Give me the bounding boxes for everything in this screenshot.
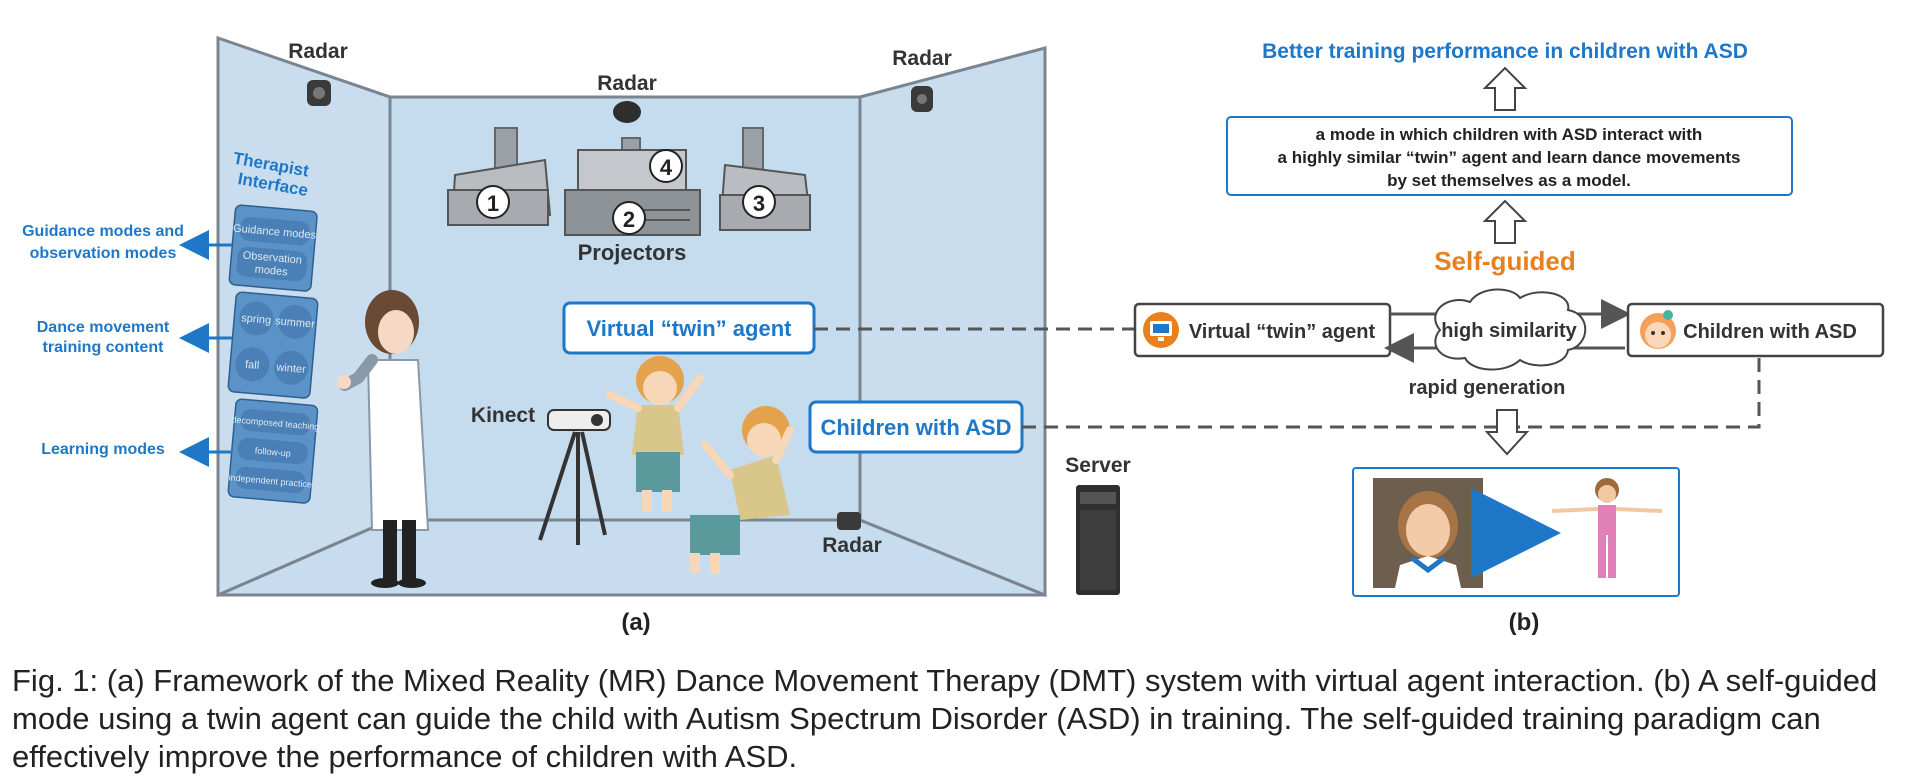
svg-text:1: 1: [487, 191, 499, 216]
radar-floor-device: [837, 512, 861, 530]
children-node-box: [1626, 302, 1885, 358]
projector-number-2: 2: [612, 201, 646, 235]
side-label-guidance-1: Guidance modes and: [22, 223, 184, 240]
therapist-panel-learning: decomposed teaching follow-up independen…: [227, 398, 320, 504]
agent-node-box: [1133, 302, 1392, 358]
side-label-dance-1: Dance movement: [37, 319, 170, 336]
svg-text:4: 4: [660, 155, 673, 180]
virtual-agent-box-label: Virtual “twin” agent: [587, 316, 793, 341]
therapist-panel-modes: Guidance modes Observation modes: [228, 204, 318, 292]
children-node-label: Children with ASD: [1683, 321, 1857, 343]
agent-node-label: Virtual “twin” agent: [1189, 321, 1376, 343]
similarity-cloud: [1434, 288, 1587, 371]
side-label-dance-2: training content: [43, 339, 165, 356]
projector-number-1: 1: [476, 185, 510, 219]
server-device: [1076, 485, 1120, 595]
therapist-panel-seasons: spring summer fall winter: [227, 291, 319, 399]
svg-text:summer: summer: [275, 315, 316, 330]
side-label-learning: Learning modes: [41, 441, 165, 458]
svg-text:3: 3: [753, 191, 765, 216]
kinect-label: Kinect: [471, 404, 535, 427]
radar-top-center-label: Radar: [597, 72, 657, 95]
dashed-connector-children: [1022, 356, 1761, 429]
hollow-down-arrow: [1484, 409, 1530, 456]
svg-text:modes: modes: [254, 264, 288, 279]
panel-b-label: (b): [1509, 609, 1540, 636]
hollow-up-arrow-middle: [1482, 199, 1528, 244]
projectors-label: Projectors: [578, 240, 687, 265]
room-right-wall: [858, 46, 1047, 598]
panel-a-label: (a): [621, 609, 650, 636]
panel-b-top-title: Better training performance in children …: [1262, 40, 1748, 63]
monitor-icon: [1143, 312, 1179, 348]
mode-line-1: a mode in which children with ASD intera…: [1316, 125, 1703, 144]
kinect-device: [538, 409, 611, 545]
mode-line-2: a highly similar “twin” agent and learn …: [1278, 148, 1741, 167]
server-label: Server: [1065, 454, 1130, 477]
child-figure: [690, 406, 794, 573]
mode-description-box: [1226, 116, 1793, 196]
svg-text:2: 2: [623, 207, 635, 232]
children-box-label: Children with ASD: [820, 415, 1011, 440]
radar-floor-label: Radar: [822, 534, 882, 557]
radar-top-center-device: [613, 101, 641, 123]
hollow-up-arrow-top: [1482, 66, 1528, 111]
therapist-interface: Therapist Interface Guidance modes Obser…: [227, 149, 320, 504]
svg-text:Observation: Observation: [242, 249, 302, 266]
radar-top-left-label: Radar: [288, 40, 348, 63]
radar-top-right-device: [911, 86, 933, 112]
side-label-guidance-2: observation modes: [30, 245, 177, 262]
child-photo: [1373, 478, 1483, 588]
svg-text:winter: winter: [275, 361, 307, 376]
avatar-model: [1551, 478, 1663, 586]
svg-text:spring: spring: [241, 312, 272, 327]
therapist-figure: [337, 290, 430, 588]
projector-number-3: 3: [742, 185, 776, 219]
figure-caption: Fig. 1: (a) Framework of the Mixed Reali…: [12, 663, 1878, 774]
radar-top-left-device: [307, 80, 331, 106]
radar-top-right-label: Radar: [892, 47, 952, 70]
self-guided-label: Self-guided: [1434, 246, 1576, 276]
svg-text:follow-up: follow-up: [254, 446, 291, 459]
rapid-generation-label: rapid generation: [1409, 377, 1566, 399]
similarity-cloud-label: high similarity: [1441, 320, 1577, 342]
child-face-icon: [1640, 310, 1676, 349]
virtual-agent-figure: [606, 356, 704, 512]
svg-text:fall: fall: [245, 359, 260, 372]
mode-line-3: by set themselves as a model.: [1387, 171, 1631, 190]
projector-number-4: 4: [649, 149, 683, 183]
